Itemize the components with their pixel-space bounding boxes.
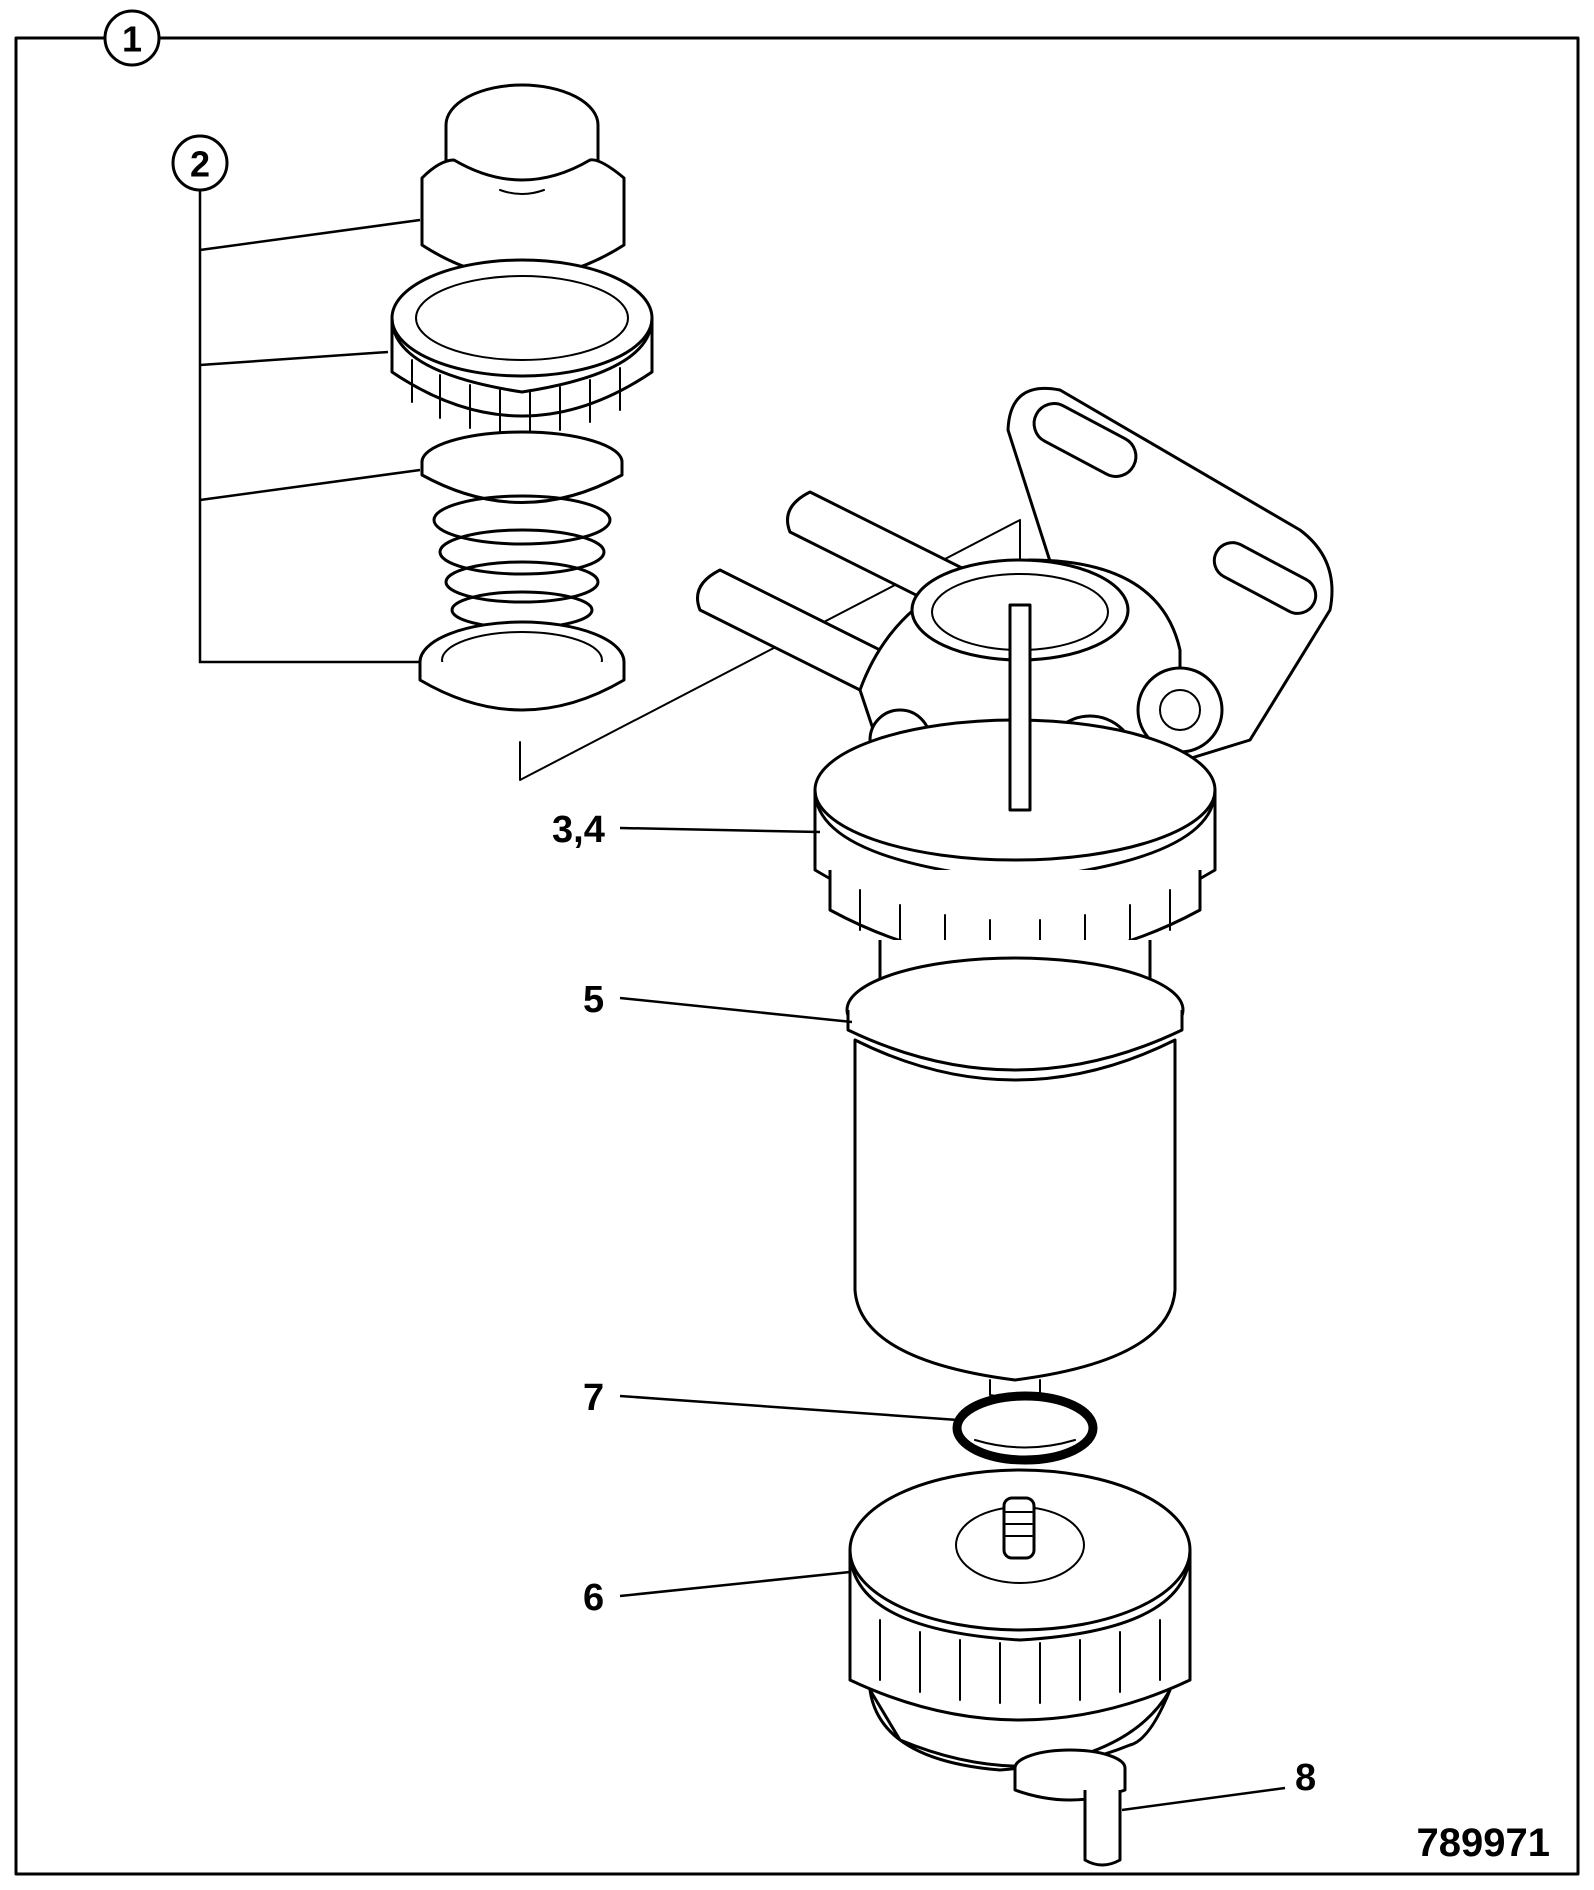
filter-element — [845, 940, 1185, 1399]
callout-1-label: 1 — [122, 19, 142, 60]
callout-6: 6 — [583, 1570, 851, 1619]
kit-locking-ring — [390, 258, 654, 434]
drain-plug — [1013, 1748, 1127, 1867]
diagram-frame — [14, 36, 1580, 1876]
callout-5: 5 — [583, 979, 853, 1024]
kit-spring — [432, 494, 612, 630]
figure-reference-number: 789971 — [1417, 1821, 1550, 1865]
filter-bowl — [848, 1468, 1192, 1772]
callout-2: 2 — [171, 134, 421, 664]
callout-7: 7 — [583, 1377, 959, 1422]
callout-8: 8 — [1121, 1757, 1316, 1812]
callout-6-label: 6 — [583, 1577, 604, 1619]
kit-base-seal — [418, 620, 626, 712]
callout-2-label: 2 — [190, 144, 210, 185]
callout-3-4: 3,4 — [552, 809, 821, 851]
callout-7-label: 7 — [583, 1377, 604, 1419]
callout-3-4-label: 3,4 — [552, 809, 605, 851]
filter-head — [696, 386, 1334, 962]
callout-8-label: 8 — [1295, 1757, 1316, 1799]
callout-1: 1 — [103, 9, 161, 67]
kit-seal-disc — [420, 430, 624, 504]
kit-cap — [420, 83, 626, 279]
callout-5-label: 5 — [583, 979, 604, 1021]
o-ring — [952, 1391, 1098, 1465]
